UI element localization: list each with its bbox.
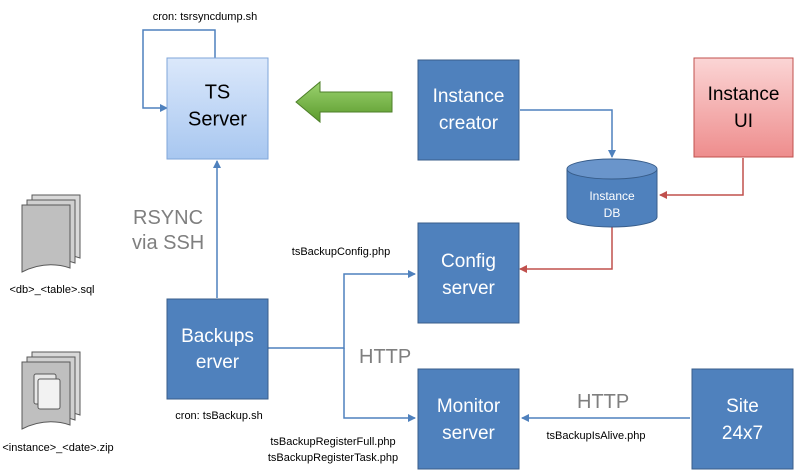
ts-server-box: TS Server [166, 57, 269, 160]
ts-backup-config-label: tsBackupConfig.php [292, 246, 390, 258]
register-task-label: tsBackupRegisterTask.php [268, 452, 398, 464]
instance-creator-label-1: Instance [433, 86, 505, 107]
ts-server-label-2: Server [188, 108, 247, 130]
creator-to-db-connector [520, 109, 616, 158]
backups-to-monitor-connector [343, 348, 416, 422]
instance-creator-label-2: creator [439, 113, 499, 134]
site-label-1: Site [726, 396, 759, 417]
zip-file-label: <instance>_<date>.zip [2, 442, 113, 454]
instance-db-label-2: DB [604, 206, 621, 220]
ui-to-db-connector [659, 158, 744, 199]
http-site-label: HTTP [577, 391, 629, 413]
monitor-server-label-2: server [442, 423, 495, 444]
config-server-label-1: Config [441, 251, 496, 272]
instance-db-cylinder: Instance DB [566, 158, 658, 228]
instance-ui-label-2: UI [734, 111, 753, 132]
instance-db-label-1: Instance [589, 189, 635, 203]
green-left-arrow [295, 80, 393, 124]
db-to-config-connector [519, 226, 613, 273]
monitor-server-label-1: Monitor [437, 396, 501, 417]
instance-ui-box: Instance UI [693, 57, 794, 158]
sql-file-label: <db>_<table>.sql [9, 284, 94, 296]
instance-creator-box: Instance creator [417, 59, 520, 161]
site-label-2: 24x7 [722, 423, 763, 444]
zip-documents-icon [21, 351, 81, 430]
rsync-label-2: via SSH [132, 232, 204, 254]
sql-documents-icon [21, 194, 81, 273]
cron-backup-label: cron: tsBackup.sh [175, 410, 262, 422]
backups-server-box: Backups erver [166, 298, 269, 400]
config-server-label-2: server [442, 278, 495, 299]
instance-ui-label-1: Instance [708, 84, 780, 105]
backups-to-config-connector [267, 270, 416, 349]
site-box: Site 24x7 [691, 368, 794, 470]
backups-server-label-2: erver [196, 352, 240, 373]
config-server-box: Config server [417, 222, 520, 324]
cron-ts-label: cron: tsrsyncdump.sh [153, 11, 258, 23]
is-alive-label: tsBackupIsAlive.php [546, 430, 645, 442]
cron-loop-connector [142, 29, 216, 112]
rsync-label-1: RSYNC [133, 207, 203, 229]
http-backups-label: HTTP [359, 346, 411, 368]
ts-server-label-1: TS [205, 81, 231, 103]
backups-server-label-1: Backups [181, 326, 254, 347]
monitor-server-box: Monitor server [417, 368, 520, 470]
register-full-label: tsBackupRegisterFull.php [270, 436, 395, 448]
